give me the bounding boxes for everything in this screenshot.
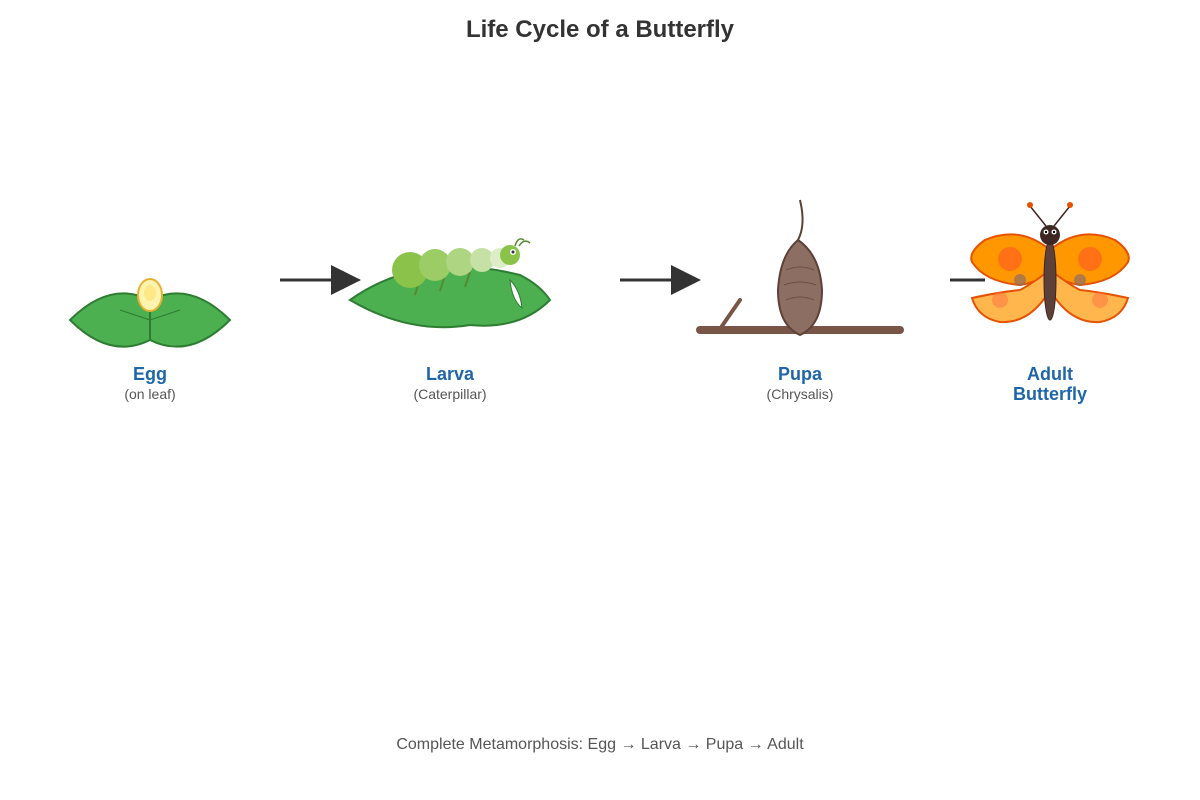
butterfly-body bbox=[1043, 239, 1057, 321]
caterpillar bbox=[392, 238, 531, 288]
stage-name-larva: Larva bbox=[425, 364, 475, 384]
larva-illustration bbox=[348, 238, 552, 329]
butterfly-head bbox=[1040, 225, 1060, 245]
stage-name-egg: Egg bbox=[133, 364, 167, 384]
butterfly-lower-left-wing bbox=[970, 268, 1051, 324]
chrysalis bbox=[776, 238, 824, 337]
stage-subtitle-pupa: (Chrysalis) bbox=[766, 386, 834, 402]
diagram-title: Life Cycle of a Butterfly bbox=[465, 16, 735, 43]
stage-name-pupa: Pupa bbox=[777, 364, 822, 384]
stage-name-adult-line2: Butterfly bbox=[1012, 384, 1087, 404]
metamorphosis-caption: Complete Metamorphosis: Egg → Larva → Pu… bbox=[396, 736, 804, 753]
caterpillar-head bbox=[500, 245, 520, 265]
stage-name-adult-line1: Adult bbox=[1027, 364, 1073, 384]
stage-subtitle-larva: (Caterpillar) bbox=[413, 386, 487, 402]
stage-subtitle-egg: (on leaf) bbox=[124, 386, 176, 402]
butterfly-lower-right-wing bbox=[1049, 268, 1130, 324]
pupa-illustration bbox=[696, 199, 904, 337]
stage-label-larva: Larva (Caterpillar) bbox=[350, 364, 550, 402]
butterfly-illustration bbox=[970, 202, 1130, 324]
stage-label-adult: Adult Butterfly bbox=[950, 364, 1150, 404]
stage-label-pupa: Pupa (Chrysalis) bbox=[700, 364, 900, 402]
egg-illustration bbox=[68, 278, 232, 348]
stage-label-egg: Egg (on leaf) bbox=[50, 364, 250, 402]
